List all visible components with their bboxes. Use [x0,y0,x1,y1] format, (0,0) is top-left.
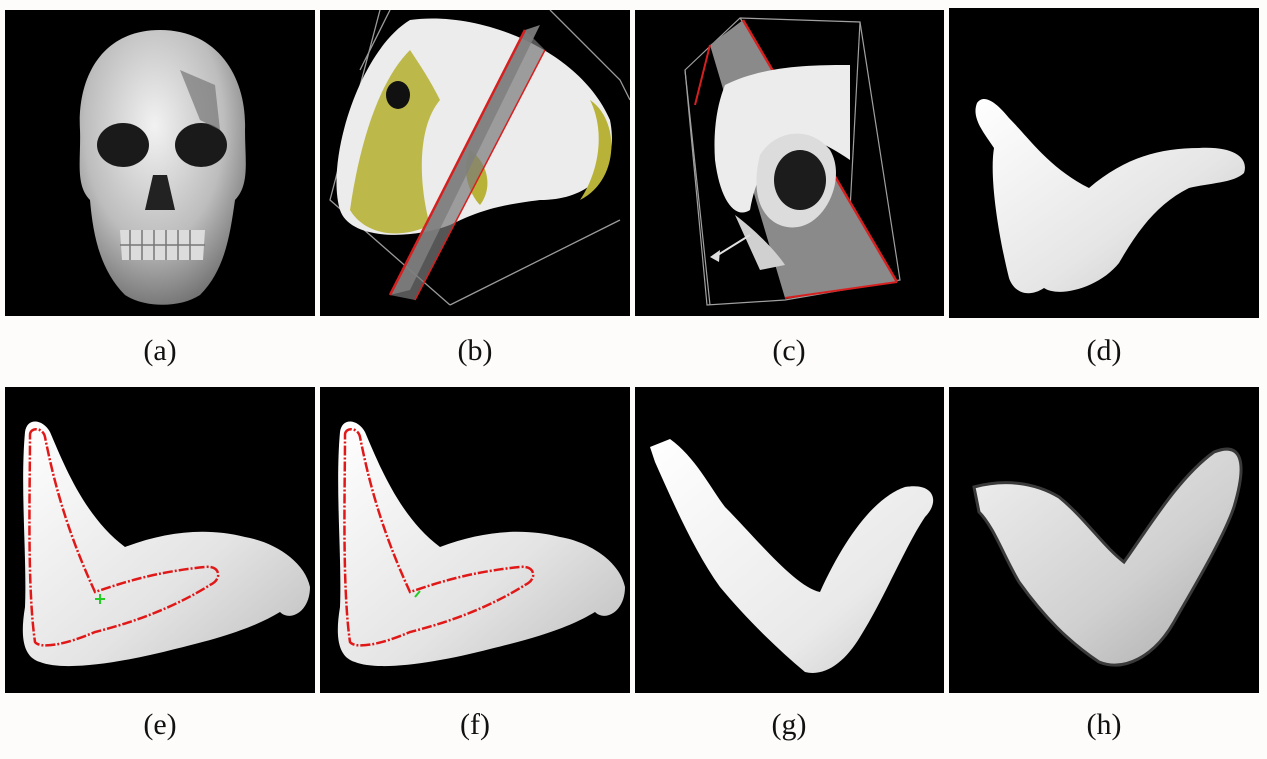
panel-g-implant-image [635,387,944,693]
bone-segment [975,98,1245,294]
caption-h: (h) [1086,708,1122,741]
panel-b-cut-plane-image [320,10,630,316]
caption-a: (a) [143,334,177,367]
panel-d-bone-segment-image [949,8,1259,318]
skull-render [79,30,246,305]
panel-h-implant-image [949,387,1259,693]
bone-with-contour [22,421,311,667]
caption-d: (d) [1086,334,1122,367]
panel-a-skull-image [5,10,315,316]
bone-with-contour [337,421,625,667]
orbit-cut-box [684,17,901,306]
panel-f-contour-image [320,387,630,693]
skull-side-cut-plane [329,10,630,306]
panel-c-orbit-cut-image [635,10,944,316]
caption-g: (g) [771,708,807,741]
caption-c: (c) [772,334,806,367]
panel-e-contour-image [5,387,315,693]
v-shaped-implant-shaded [972,447,1243,667]
caption-b: (b) [457,334,493,367]
v-shaped-implant [650,439,934,673]
caption-f: (f) [460,708,490,741]
caption-e: (e) [143,708,177,741]
